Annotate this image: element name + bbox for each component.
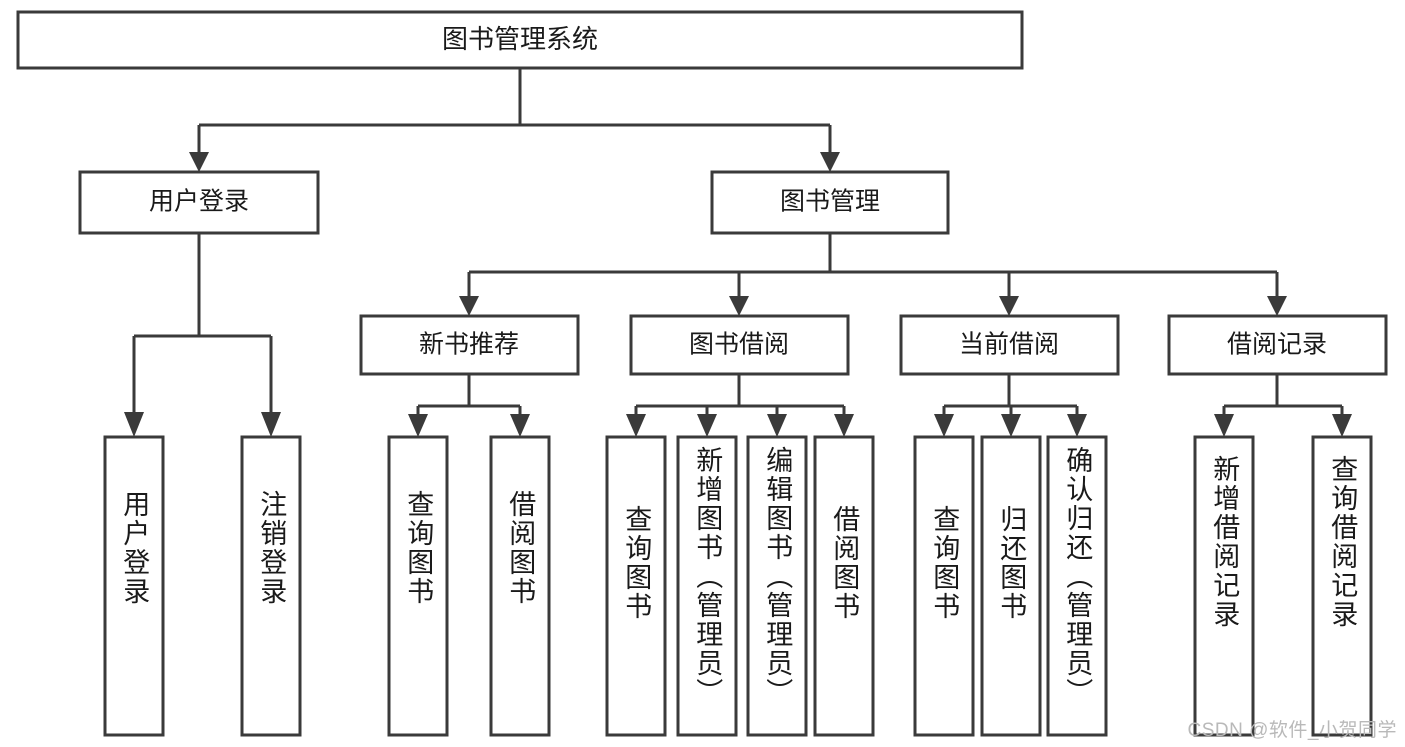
arrow-head-icon — [261, 412, 281, 437]
leaf-box[interactable] — [489, 435, 551, 737]
leaf-box[interactable] — [980, 435, 1042, 737]
leaf-add-book[interactable] — [676, 435, 738, 737]
arrow-head-icon — [697, 414, 717, 437]
node-label: 图书管理系统 — [442, 24, 598, 54]
leaf-query-book-3[interactable] — [913, 435, 975, 737]
connector-user-login-to-leaves — [124, 233, 281, 437]
leaf-box[interactable] — [605, 435, 667, 737]
connector-new-book-recommend-to-leaves — [408, 374, 530, 437]
node-label: 新书推荐 — [419, 331, 519, 359]
node-label: 当前借阅 — [959, 331, 1059, 359]
arrow-head-icon — [408, 414, 428, 437]
node-box[interactable] — [1167, 314, 1388, 376]
leaf-edit-book[interactable] — [746, 435, 808, 737]
leaf-query-book-1[interactable] — [387, 435, 449, 737]
arrow-head-icon — [1001, 414, 1021, 437]
arrow-head-icon — [1332, 414, 1352, 437]
node-user-login[interactable]: 用户登录 — [78, 170, 320, 235]
arrow-head-icon — [626, 414, 646, 437]
arrow-head-icon — [124, 412, 144, 437]
node-label: 借阅记录 — [1227, 331, 1327, 359]
node-label: 图书借阅 — [689, 331, 789, 359]
node-current-borrow[interactable]: 当前借阅 — [899, 314, 1120, 376]
leaf-borrow-book-2[interactable] — [813, 435, 875, 737]
arrow-head-icon — [1067, 414, 1087, 437]
node-box[interactable] — [78, 170, 320, 235]
arrow-head-icon — [729, 296, 749, 316]
node-label: 用户登录 — [149, 188, 249, 216]
leaf-add-record[interactable] — [1193, 435, 1255, 737]
leaf-box[interactable] — [240, 435, 302, 737]
connector-book-manage-to-level2 — [459, 233, 1287, 316]
connector-borrow-record-to-leaves — [1214, 374, 1352, 437]
node-box[interactable] — [359, 314, 580, 376]
leaf-return-book[interactable] — [980, 435, 1042, 737]
leaf-box[interactable] — [746, 435, 808, 737]
leaf-user-logout[interactable] — [240, 435, 302, 737]
watermark-text: CSDN @软件_小贺同学 — [1187, 720, 1397, 741]
leaf-box[interactable] — [1046, 435, 1108, 737]
leaf-query-record[interactable] — [1311, 435, 1373, 737]
leaf-query-book-2[interactable] — [605, 435, 667, 737]
arrow-head-icon — [510, 414, 530, 437]
leaf-box[interactable] — [103, 435, 165, 737]
arrow-head-icon — [820, 152, 840, 172]
node-label: 图书管理 — [780, 188, 880, 216]
leaf-box[interactable] — [813, 435, 875, 737]
leaf-box[interactable] — [1311, 435, 1373, 737]
arrow-head-icon — [459, 296, 479, 316]
arrow-head-icon — [934, 414, 954, 437]
node-box[interactable] — [629, 314, 850, 376]
node-box[interactable] — [710, 170, 950, 235]
leaf-box[interactable] — [387, 435, 449, 737]
leaf-box[interactable] — [1193, 435, 1255, 737]
node-borrow-record[interactable]: 借阅记录 — [1167, 314, 1388, 376]
node-new-book-recommend[interactable]: 新书推荐 — [359, 314, 580, 376]
leaf-confirm-return[interactable] — [1046, 435, 1108, 737]
leaf-box[interactable] — [913, 435, 975, 737]
arrow-head-icon — [189, 152, 209, 172]
arrow-head-icon — [999, 296, 1019, 316]
connector-book-borrow-to-leaves — [626, 374, 854, 437]
arrow-head-icon — [767, 414, 787, 437]
connector-root-to-level1 — [189, 68, 840, 172]
node-book-manage[interactable]: 图书管理 — [710, 170, 950, 235]
node-root[interactable]: 图书管理系统 — [16, 10, 1024, 70]
arrow-head-icon — [1267, 296, 1287, 316]
arrow-head-icon — [1214, 414, 1234, 437]
leaf-borrow-book-1[interactable] — [489, 435, 551, 737]
connector-current-borrow-to-leaves — [934, 374, 1087, 437]
node-box[interactable] — [16, 10, 1024, 70]
arrow-head-icon — [834, 414, 854, 437]
node-box[interactable] — [899, 314, 1120, 376]
leaf-user-login[interactable] — [103, 435, 165, 737]
node-book-borrow[interactable]: 图书借阅 — [629, 314, 850, 376]
leaf-box[interactable] — [676, 435, 738, 737]
